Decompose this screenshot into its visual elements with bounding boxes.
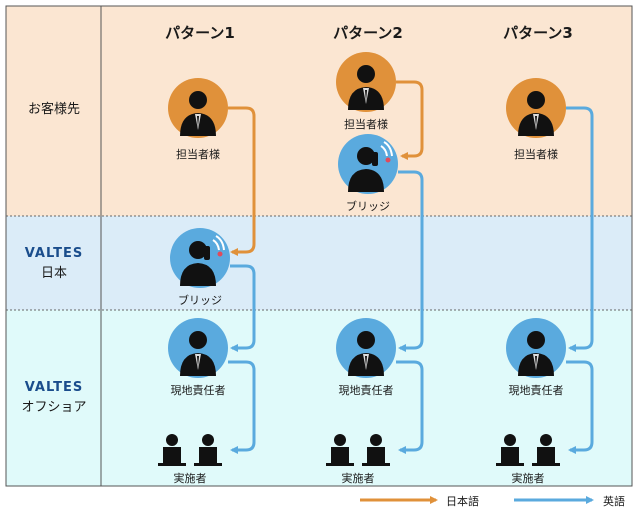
p1-genchi-node bbox=[168, 318, 228, 378]
p3-jisshi-node bbox=[496, 434, 560, 466]
band-japan bbox=[6, 216, 632, 310]
row-label-japan: VALTES 日本 bbox=[4, 244, 104, 284]
p2-genchi-label: 現地責任者 bbox=[338, 384, 394, 397]
column-header-3: パターン3 bbox=[503, 24, 573, 42]
p2-bridge-node bbox=[338, 134, 398, 194]
p1-jisshi-node bbox=[158, 434, 222, 466]
p2-bridge-label: ブリッジ bbox=[346, 200, 390, 213]
grid-frame bbox=[5, 5, 633, 487]
p2-tanto-node bbox=[336, 52, 396, 112]
p2-tanto-label: 担当者様 bbox=[344, 118, 388, 131]
p1-tanto-node bbox=[168, 78, 228, 138]
brand-logo-japan: VALTES bbox=[24, 246, 84, 261]
p3-tanto-label: 担当者様 bbox=[514, 148, 558, 161]
link-p1-genchi-jisshi bbox=[228, 360, 256, 454]
row-label-japan-text: 日本 bbox=[40, 266, 67, 281]
link-p1-tanto-bridge bbox=[228, 106, 256, 256]
row-label-offshore-text: オフショア bbox=[21, 400, 87, 415]
column-header-1: パターン1 bbox=[165, 24, 235, 42]
p3-tanto-node bbox=[506, 78, 566, 138]
p3-jisshi-label: 実施者 bbox=[511, 472, 545, 485]
p1-jisshi-label: 実施者 bbox=[173, 472, 207, 485]
link-p3-tanto-genchi bbox=[566, 106, 594, 352]
p1-bridge-label: ブリッジ bbox=[178, 294, 222, 307]
link-p2-bridge-genchi bbox=[398, 170, 424, 352]
link-p3-genchi-jisshi bbox=[566, 360, 594, 454]
p2-genchi-node bbox=[336, 318, 396, 378]
link-p2-tanto-bridge bbox=[396, 80, 424, 160]
p2-jisshi-label: 実施者 bbox=[341, 472, 375, 485]
legend-japanese-label: 日本語 bbox=[446, 495, 479, 508]
row-label-customer: お客様先 bbox=[4, 100, 104, 120]
row-label-offshore: VALTES オフショア bbox=[4, 378, 104, 418]
p3-genchi-label: 現地責任者 bbox=[508, 384, 564, 397]
link-p2-genchi-jisshi bbox=[396, 360, 424, 454]
p1-genchi-label: 現地責任者 bbox=[170, 384, 226, 397]
p1-bridge-node bbox=[170, 228, 230, 288]
p3-genchi-node bbox=[506, 318, 566, 378]
legend-english-label: 英語 bbox=[603, 495, 625, 508]
brand-logo-offshore: VALTES bbox=[24, 380, 84, 395]
p2-jisshi-node bbox=[326, 434, 390, 466]
column-header-2: パターン2 bbox=[333, 24, 403, 42]
p1-tanto-label: 担当者様 bbox=[176, 148, 220, 161]
link-p1-bridge-genchi bbox=[230, 264, 256, 352]
row-label-customer-text: お客様先 bbox=[27, 102, 80, 117]
